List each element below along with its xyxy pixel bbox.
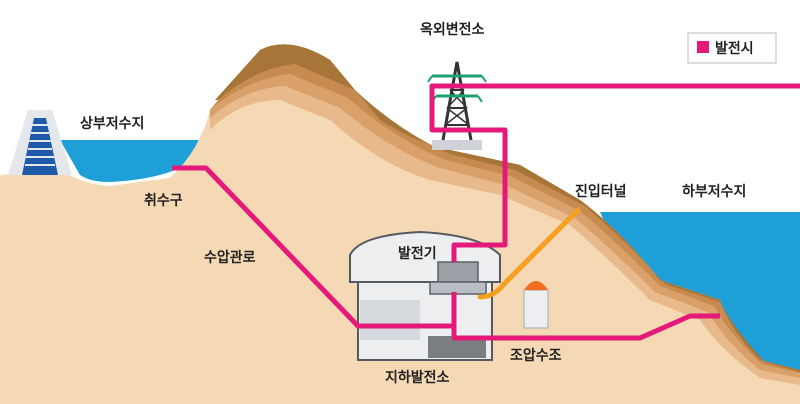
generator-unit [429, 261, 487, 295]
surge-tank [523, 281, 549, 329]
rock-layer-2 [210, 44, 800, 373]
ground-base [0, 44, 800, 404]
legend: 발전시 [687, 32, 777, 64]
label-access-tunnel: 진입터널 [575, 183, 627, 200]
legend-swatch [697, 41, 709, 53]
plant-equipment [428, 336, 486, 358]
rock-layer-4 [210, 44, 800, 385]
upper-reservoir-water [60, 140, 210, 182]
plant-room [360, 300, 420, 340]
power-flow-line [172, 83, 800, 341]
label-penstock: 수압관로 [204, 249, 256, 266]
label-generator: 발전기 [398, 245, 437, 262]
label-upper-reservoir: 상부저수지 [80, 116, 144, 132]
label-surge-tank: 조압수조 [510, 348, 562, 364]
label-lower-reservoir: 하부저수지 [682, 183, 746, 200]
dam-steps [25, 124, 55, 166]
legend-label: 발전시 [715, 40, 754, 57]
label-intake: 취수구 [144, 193, 183, 209]
label-outdoor-substation: 옥외변전소 [420, 21, 485, 38]
access-tunnel-line [477, 207, 581, 300]
substation-tower [427, 61, 487, 150]
label-underground-plant: 지하발전소 [385, 369, 450, 386]
